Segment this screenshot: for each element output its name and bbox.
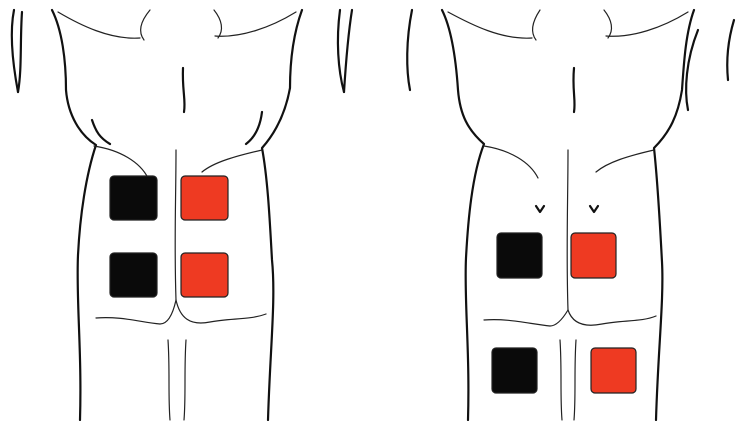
torso-left-side bbox=[442, 10, 484, 420]
neck-left bbox=[533, 10, 540, 40]
left-arm-outline bbox=[12, 10, 18, 92]
pad-upper-right bbox=[571, 233, 616, 278]
left-lat bbox=[484, 146, 538, 178]
left-arm-inner bbox=[18, 12, 22, 92]
right-arm-inner bbox=[338, 10, 344, 92]
torso-left-side bbox=[52, 10, 96, 420]
left-arm-outline bbox=[407, 10, 412, 90]
left-lat bbox=[94, 146, 148, 178]
right-scapula bbox=[246, 112, 262, 144]
right-glute-line bbox=[568, 310, 656, 325]
left-shoulder-line bbox=[448, 12, 532, 38]
spine-lower bbox=[175, 150, 176, 300]
spine-lower bbox=[567, 150, 568, 310]
left-back-dimple bbox=[536, 206, 544, 212]
left-shoulder-line bbox=[58, 12, 140, 38]
body-back-figure-left bbox=[0, 0, 372, 421]
pad-upper-right bbox=[181, 176, 228, 220]
right-arm-outline bbox=[344, 10, 352, 92]
neck-left bbox=[141, 10, 150, 40]
left-glute-line bbox=[484, 310, 568, 326]
leg-inner-right bbox=[574, 340, 576, 420]
body-outline-left bbox=[0, 0, 372, 421]
neck-right bbox=[214, 10, 221, 38]
right-lat bbox=[596, 150, 654, 172]
body-outline-right bbox=[372, 0, 744, 421]
pad-upper-left bbox=[110, 176, 157, 220]
right-glute-line bbox=[176, 300, 266, 323]
spine-upper bbox=[183, 68, 185, 112]
right-arm-inner bbox=[686, 30, 698, 110]
pad-lower-left bbox=[492, 348, 537, 393]
right-shoulder-line bbox=[606, 12, 688, 36]
right-lat bbox=[202, 150, 262, 172]
torso-right-side bbox=[262, 10, 302, 420]
right-shoulder-line bbox=[215, 12, 296, 36]
pad-upper-left bbox=[497, 233, 542, 278]
pad-lower-right bbox=[591, 348, 636, 393]
neck-right bbox=[604, 10, 611, 38]
left-glute-line bbox=[96, 300, 176, 324]
body-back-figure-right bbox=[372, 0, 744, 421]
leg-inner-left bbox=[560, 340, 562, 420]
leg-inner-right bbox=[184, 340, 186, 420]
right-arm-outline bbox=[727, 20, 734, 80]
right-back-dimple bbox=[590, 206, 598, 212]
left-scapula bbox=[92, 120, 110, 144]
pad-lower-left bbox=[110, 253, 157, 297]
pad-lower-right bbox=[181, 253, 228, 297]
spine-upper bbox=[573, 68, 574, 112]
leg-inner-left bbox=[168, 340, 170, 420]
